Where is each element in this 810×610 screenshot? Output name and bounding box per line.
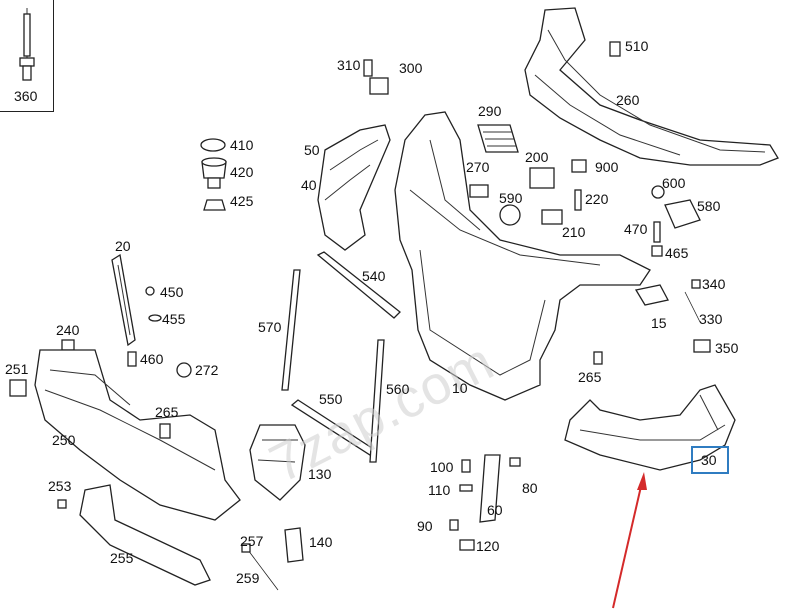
strut-255-drawing [57, 484, 211, 586]
callout-10: 10 [452, 380, 468, 396]
callout-470: 470 [624, 221, 648, 237]
pointer-arrow [612, 472, 647, 609]
callout-15: 15 [651, 315, 667, 331]
callout-580: 580 [697, 198, 721, 214]
support-20-drawing [9, 253, 192, 397]
callout-140: 140 [309, 534, 333, 550]
mount-410-420-425-drawing [200, 138, 227, 211]
callout-310: 310 [337, 57, 361, 73]
callout-465: 465 [665, 245, 689, 261]
callout-220: 220 [585, 191, 609, 207]
callout-450: 450 [160, 284, 184, 300]
seal-strip-540-drawing [316, 251, 401, 319]
callout-570: 570 [258, 319, 282, 335]
bracket-130-drawing [249, 424, 306, 501]
callout-272: 272 [195, 362, 219, 378]
callout-455: 455 [162, 311, 186, 327]
callout-30: 30 [701, 452, 717, 468]
callout-60: 60 [487, 502, 503, 518]
callout-40: 40 [301, 177, 317, 193]
callout-253: 253 [48, 478, 72, 494]
bolt-360-drawing [19, 8, 35, 81]
callout-265-right: 265 [578, 369, 602, 385]
grille-290-drawing [477, 124, 519, 153]
callout-510: 510 [625, 38, 649, 54]
small-parts-center-drawing [469, 159, 711, 365]
callout-90: 90 [417, 518, 433, 534]
callout-200: 200 [525, 149, 549, 165]
callout-560: 560 [386, 381, 410, 397]
callout-255: 255 [110, 550, 134, 566]
callout-257: 257 [240, 533, 264, 549]
callout-410: 410 [230, 137, 254, 153]
callout-300: 300 [399, 60, 423, 76]
highlight-box [691, 446, 729, 474]
seal-570-drawing [281, 269, 301, 391]
callout-110: 110 [428, 482, 451, 498]
callout-80: 80 [522, 480, 538, 496]
callout-130: 130 [308, 466, 332, 482]
callout-50: 50 [304, 142, 320, 158]
callout-340: 340 [702, 276, 726, 292]
clip-510-drawing [609, 41, 621, 57]
callout-265-left: 265 [155, 404, 179, 420]
callout-250: 250 [52, 432, 76, 448]
callout-350: 350 [715, 340, 739, 356]
callout-240: 240 [56, 322, 80, 338]
callout-540: 540 [362, 268, 386, 284]
callout-120: 120 [476, 538, 500, 554]
callout-330: 330 [699, 311, 723, 327]
callout-100: 100 [430, 459, 454, 475]
front-module-carrier-10-drawing [394, 111, 651, 401]
bumper-beam-250-drawing [34, 349, 241, 521]
callout-270: 270 [466, 159, 490, 175]
callout-590: 590 [499, 190, 523, 206]
callout-900: 900 [595, 159, 619, 175]
inset-label-360: 360 [14, 88, 38, 104]
callout-550: 550 [319, 391, 343, 407]
callout-20: 20 [115, 238, 131, 254]
inset-frame [0, 0, 54, 112]
callout-259: 259 [236, 570, 260, 586]
callout-460: 460 [140, 351, 164, 367]
callout-420: 420 [230, 164, 254, 180]
upper-cross-member-260 [524, 7, 779, 166]
clip-300-310-drawing [363, 59, 389, 95]
callout-600: 600 [662, 175, 686, 191]
seal-560-drawing [369, 339, 385, 463]
callout-260: 260 [616, 92, 640, 108]
parts-140-257-259-drawing [241, 527, 304, 591]
callout-210: 210 [562, 224, 586, 240]
bracket-60-drawing [449, 454, 521, 551]
callout-290: 290 [478, 103, 502, 119]
callout-251: 251 [5, 361, 29, 377]
callout-425: 425 [230, 193, 254, 209]
bracket-40-drawing [317, 124, 391, 251]
